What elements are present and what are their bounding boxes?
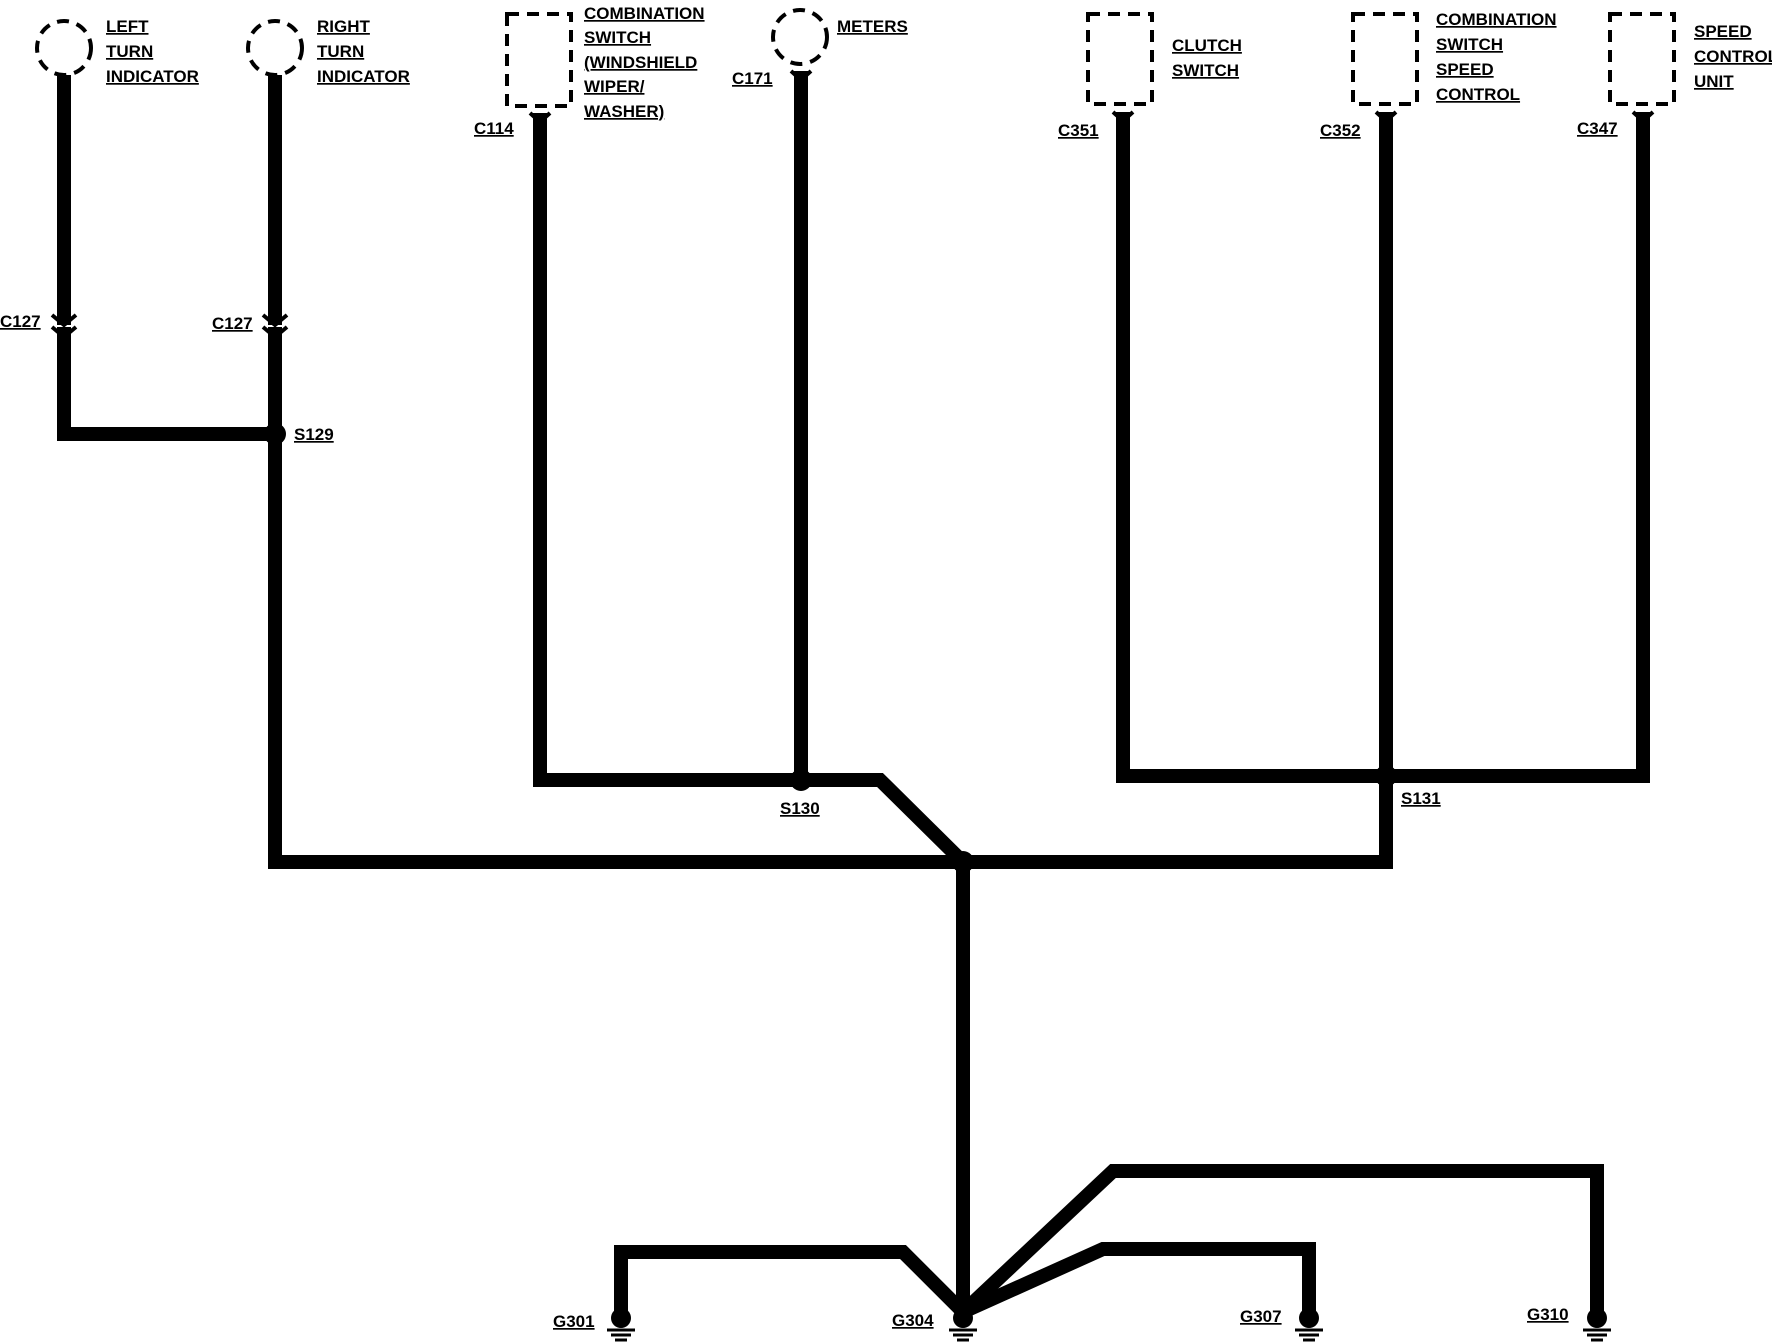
splice-junction-dot (952, 851, 974, 873)
ground-labels: G301 G304 G307 G310 (553, 1305, 1569, 1331)
speed-control-unit-symbol (1608, 12, 1676, 106)
label-line: SPEED (1694, 22, 1752, 41)
label-line: LEFT (106, 17, 149, 36)
meters-symbol (771, 8, 829, 66)
wires (57, 71, 1650, 1322)
label-line: SWITCH (1172, 61, 1239, 80)
ground-g307-symbol (1295, 1308, 1323, 1342)
ground-g310-label: G310 (1527, 1305, 1569, 1324)
label-line: COMBINATION (1436, 10, 1557, 29)
right-turn-indicator-symbol (246, 19, 304, 77)
connector-labels: C127 C127 C114 C171 C351 C352 C347 (0, 69, 1618, 333)
label-line: SWITCH (1436, 35, 1503, 54)
splice-s129-dot (264, 423, 286, 445)
ground-g307-label: G307 (1240, 1307, 1282, 1326)
clutch-switch-symbol (1086, 12, 1154, 106)
wire-right-turn (268, 75, 970, 869)
wire-combination-switch-wiper (533, 113, 808, 787)
connector-c347-label: C347 (1577, 119, 1618, 138)
left-turn-indicator-symbol (35, 19, 93, 77)
wire-clutch-switch (1116, 112, 1393, 783)
ground-symbols (607, 1308, 1611, 1342)
connector-c351-label: C351 (1058, 121, 1099, 140)
meters: METERS (771, 8, 908, 66)
ground-g304-symbol (949, 1308, 977, 1342)
splice-s131-dot (1375, 765, 1397, 787)
wire-meters (794, 71, 973, 872)
ground-g304-label: G304 (892, 1311, 934, 1330)
label-line: INDICATOR (106, 67, 199, 86)
label-line: CLUTCH (1172, 36, 1242, 55)
connector-c127-left-label: C127 (0, 312, 41, 331)
combination-switch-speed-symbol (1351, 12, 1419, 106)
wire-speed-control-unit (1379, 112, 1650, 783)
label-line: (WINDSHIELD (584, 53, 697, 72)
splice-labels: S129 S130 S131 (294, 425, 1441, 818)
wire-g301 (614, 1245, 973, 1322)
label-line: TURN (106, 42, 153, 61)
splice-s130-label: S130 (780, 799, 820, 818)
label-line: RIGHT (317, 17, 371, 36)
label-line: TURN (317, 42, 364, 61)
combination-switch-wiper: COMBINATION SWITCH (WINDSHIELD WIPER/ WA… (505, 4, 705, 121)
combination-switch-wiper-symbol (505, 12, 573, 108)
label-line: SPEED (1436, 60, 1494, 79)
connector-c352-label: C352 (1320, 121, 1361, 140)
combination-switch-speed-control: COMBINATION SWITCH SPEED CONTROL (1351, 10, 1557, 106)
connector-c171-label: C171 (732, 69, 773, 88)
label-line: WIPER/ (584, 77, 645, 96)
wire-left-turn (57, 75, 282, 441)
splice-s130-dot (790, 769, 812, 791)
label-line: INDICATOR (317, 67, 410, 86)
label-line: COMBINATION (584, 4, 705, 23)
speed-control-unit: SPEED CONTROL UNIT (1608, 12, 1772, 106)
splice-s129-label: S129 (294, 425, 334, 444)
label-line: CONTROL (1436, 85, 1520, 104)
ground-g301-label: G301 (553, 1312, 595, 1331)
connector-c127-right-label: C127 (212, 314, 253, 333)
wire-g310 (953, 1164, 1604, 1322)
wire-g307 (953, 1242, 1316, 1322)
label-line: METERS (837, 17, 908, 36)
label-line: CONTROL (1694, 47, 1772, 66)
connector-symbols (50, 69, 1655, 340)
clutch-switch: CLUTCH SWITCH (1086, 12, 1242, 106)
label-line: WASHER) (584, 102, 664, 121)
ground-g301-symbol (607, 1308, 635, 1342)
label-line: SWITCH (584, 28, 651, 47)
wire-combination-switch-speed (956, 112, 1393, 869)
connector-c114-label: C114 (474, 119, 514, 138)
right-turn-indicator: RIGHT TURN INDICATOR (246, 17, 410, 86)
splices (264, 423, 1397, 873)
splice-s131-label: S131 (1401, 789, 1441, 808)
label-line: UNIT (1694, 72, 1734, 91)
ground-g310-symbol (1583, 1308, 1611, 1342)
